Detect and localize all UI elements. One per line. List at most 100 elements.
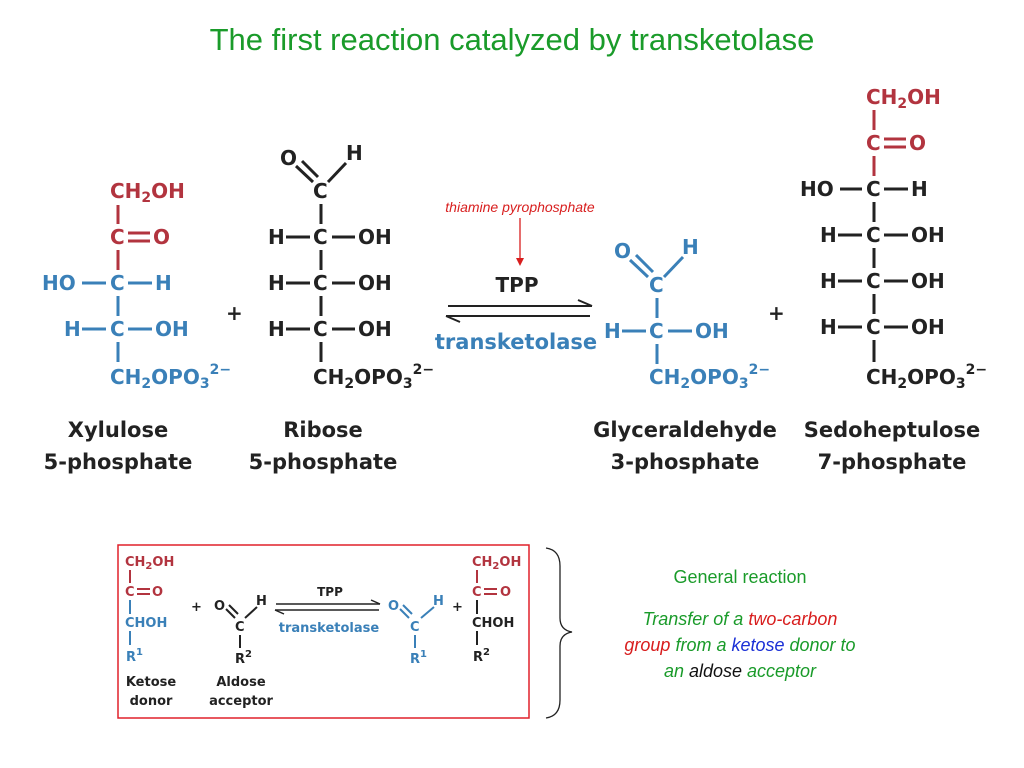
xylulose-o: O xyxy=(153,225,170,249)
desc-two-carbon: two-carbon xyxy=(748,609,838,629)
aa-h: H xyxy=(256,594,267,609)
s7p-ho3: HO xyxy=(800,177,834,201)
box-enzyme-label: transketolase xyxy=(279,621,380,636)
ribose-label-line2: 5-phosphate xyxy=(249,450,398,474)
xylulose-c3: C xyxy=(110,271,125,295)
glyceraldehyde-label-line2: 3-phosphate xyxy=(611,450,760,474)
double-bond xyxy=(402,604,413,615)
ga3p-h2: H xyxy=(604,319,621,343)
s7p-oh4: OH xyxy=(911,223,945,247)
ribose-oh2: OH xyxy=(358,225,392,249)
s7p-c6: C xyxy=(866,315,881,339)
desc-ketose: ketose xyxy=(731,635,785,655)
s7p-h6: H xyxy=(820,315,837,339)
s7p-oh6: OH xyxy=(911,315,945,339)
ribose-h4: H xyxy=(268,317,285,341)
double-bond xyxy=(399,608,410,619)
bond xyxy=(244,606,258,619)
sedoheptulose-label-line2: 7-phosphate xyxy=(818,450,967,474)
xylulose-h3: H xyxy=(155,271,172,295)
s7p-ch2opo3: CH2OPO32− xyxy=(866,362,987,392)
double-bond xyxy=(300,159,320,179)
s7p-ch2oh: CH2OH xyxy=(866,85,941,112)
desc-part4: an xyxy=(663,661,689,681)
reaction-arrow-group: thiamine pyrophosphate TPP transketolase xyxy=(435,199,597,354)
box-arrow-group: TPP transketolase xyxy=(274,585,381,636)
bp-o: O xyxy=(388,599,399,614)
kd-r: R1 xyxy=(126,647,143,665)
bk-choh: CHOH xyxy=(472,616,514,631)
glyceraldehyde-3-phosphate-structure: O H C H C OH CH2OPO32− xyxy=(604,235,770,392)
plus-sign-2: + xyxy=(768,301,785,325)
general-reaction-box xyxy=(117,544,530,719)
ribose-c2: C xyxy=(313,225,328,249)
xylulose-c4: C xyxy=(110,317,125,341)
ketose-donor-label-line1: Ketose xyxy=(126,675,177,690)
xylulose-label-line2: 5-phosphate xyxy=(44,450,193,474)
enzyme-label: transketolase xyxy=(435,330,597,354)
bk-r: R2 xyxy=(473,647,490,665)
s7p-oh5: OH xyxy=(911,269,945,293)
ribose-c1: C xyxy=(313,179,328,203)
desc-part1: Transfer of a xyxy=(642,609,749,629)
glyceraldehyde-label-line1: Glyceraldehyde xyxy=(593,418,777,442)
bk-ch2oh: CH2OH xyxy=(472,555,521,572)
ga3p-c2: C xyxy=(649,319,664,343)
box-forward-arrow-head xyxy=(370,599,381,605)
aldose-acceptor-label-line1: Aldose xyxy=(216,675,265,690)
double-bond xyxy=(225,608,236,619)
bp-c: C xyxy=(410,620,420,635)
xylulose-ch2oh: CH2OH xyxy=(110,179,185,206)
ribose-h1: H xyxy=(346,141,363,165)
box-plus-1: + xyxy=(191,600,202,615)
s7p-h5: H xyxy=(820,269,837,293)
double-bond xyxy=(228,604,239,615)
ribose-ch2opo3: CH2OPO32− xyxy=(313,362,434,392)
general-reaction-description: Transfer of a two-carbon group from a ke… xyxy=(585,606,895,684)
bond xyxy=(326,161,348,184)
desc-group: group xyxy=(624,635,671,655)
ga3p-ch2opo3: CH2OPO32− xyxy=(649,362,770,392)
box-reverse-arrow-head xyxy=(274,609,285,615)
xylulose-ho: HO xyxy=(42,271,76,295)
ribose-5-phosphate-structure: O H C H C OH H C OH H C OH CH2OPO32− xyxy=(268,141,434,392)
xylulose-label-line1: Xylulose xyxy=(68,418,168,442)
ribose-label-line1: Ribose xyxy=(283,418,363,442)
cofactor-annotation: thiamine pyrophosphate xyxy=(445,199,595,215)
s7p-c3: C xyxy=(866,177,881,201)
ribose-o1: O xyxy=(280,146,297,170)
ribose-oh3: OH xyxy=(358,271,392,295)
double-bond xyxy=(634,253,655,274)
box-tpp-label: TPP xyxy=(317,585,343,599)
desc-part5: acceptor xyxy=(742,661,817,681)
s7p-o: O xyxy=(909,131,926,155)
double-bond xyxy=(294,164,315,184)
aldose-acceptor-label-line2: acceptor xyxy=(209,694,273,709)
aa-c: C xyxy=(235,620,245,635)
curly-brace xyxy=(545,547,573,719)
kd-choh: CHOH xyxy=(125,616,167,631)
bk-o: O xyxy=(500,585,511,600)
double-bond xyxy=(628,258,650,279)
ga3p-oh2: OH xyxy=(695,319,729,343)
xylulose-c2: C xyxy=(110,225,125,249)
tpp-label: TPP xyxy=(496,273,539,297)
forward-arrow-head xyxy=(577,299,593,307)
aa-r: R2 xyxy=(235,649,252,667)
ga3p-c1: C xyxy=(649,273,664,297)
ribose-h2: H xyxy=(268,225,285,249)
ribose-c4: C xyxy=(313,317,328,341)
general-reaction-title: General reaction xyxy=(673,567,807,587)
s7p-h3: H xyxy=(911,177,928,201)
s7p-h4: H xyxy=(820,223,837,247)
s7p-c2: C xyxy=(866,131,881,155)
reverse-arrow-head xyxy=(445,315,461,323)
bond xyxy=(662,255,685,279)
kd-ch2oh: CH2OH xyxy=(125,555,174,572)
box-plus-2: + xyxy=(452,600,463,615)
sedoheptulose-label-line1: Sedoheptulose xyxy=(804,418,980,442)
aldose-acceptor-structure: O H C R2 xyxy=(214,594,267,667)
desc-aldose: aldose xyxy=(688,661,743,681)
aa-o: O xyxy=(214,599,225,614)
ga3p-h1: H xyxy=(682,235,699,259)
